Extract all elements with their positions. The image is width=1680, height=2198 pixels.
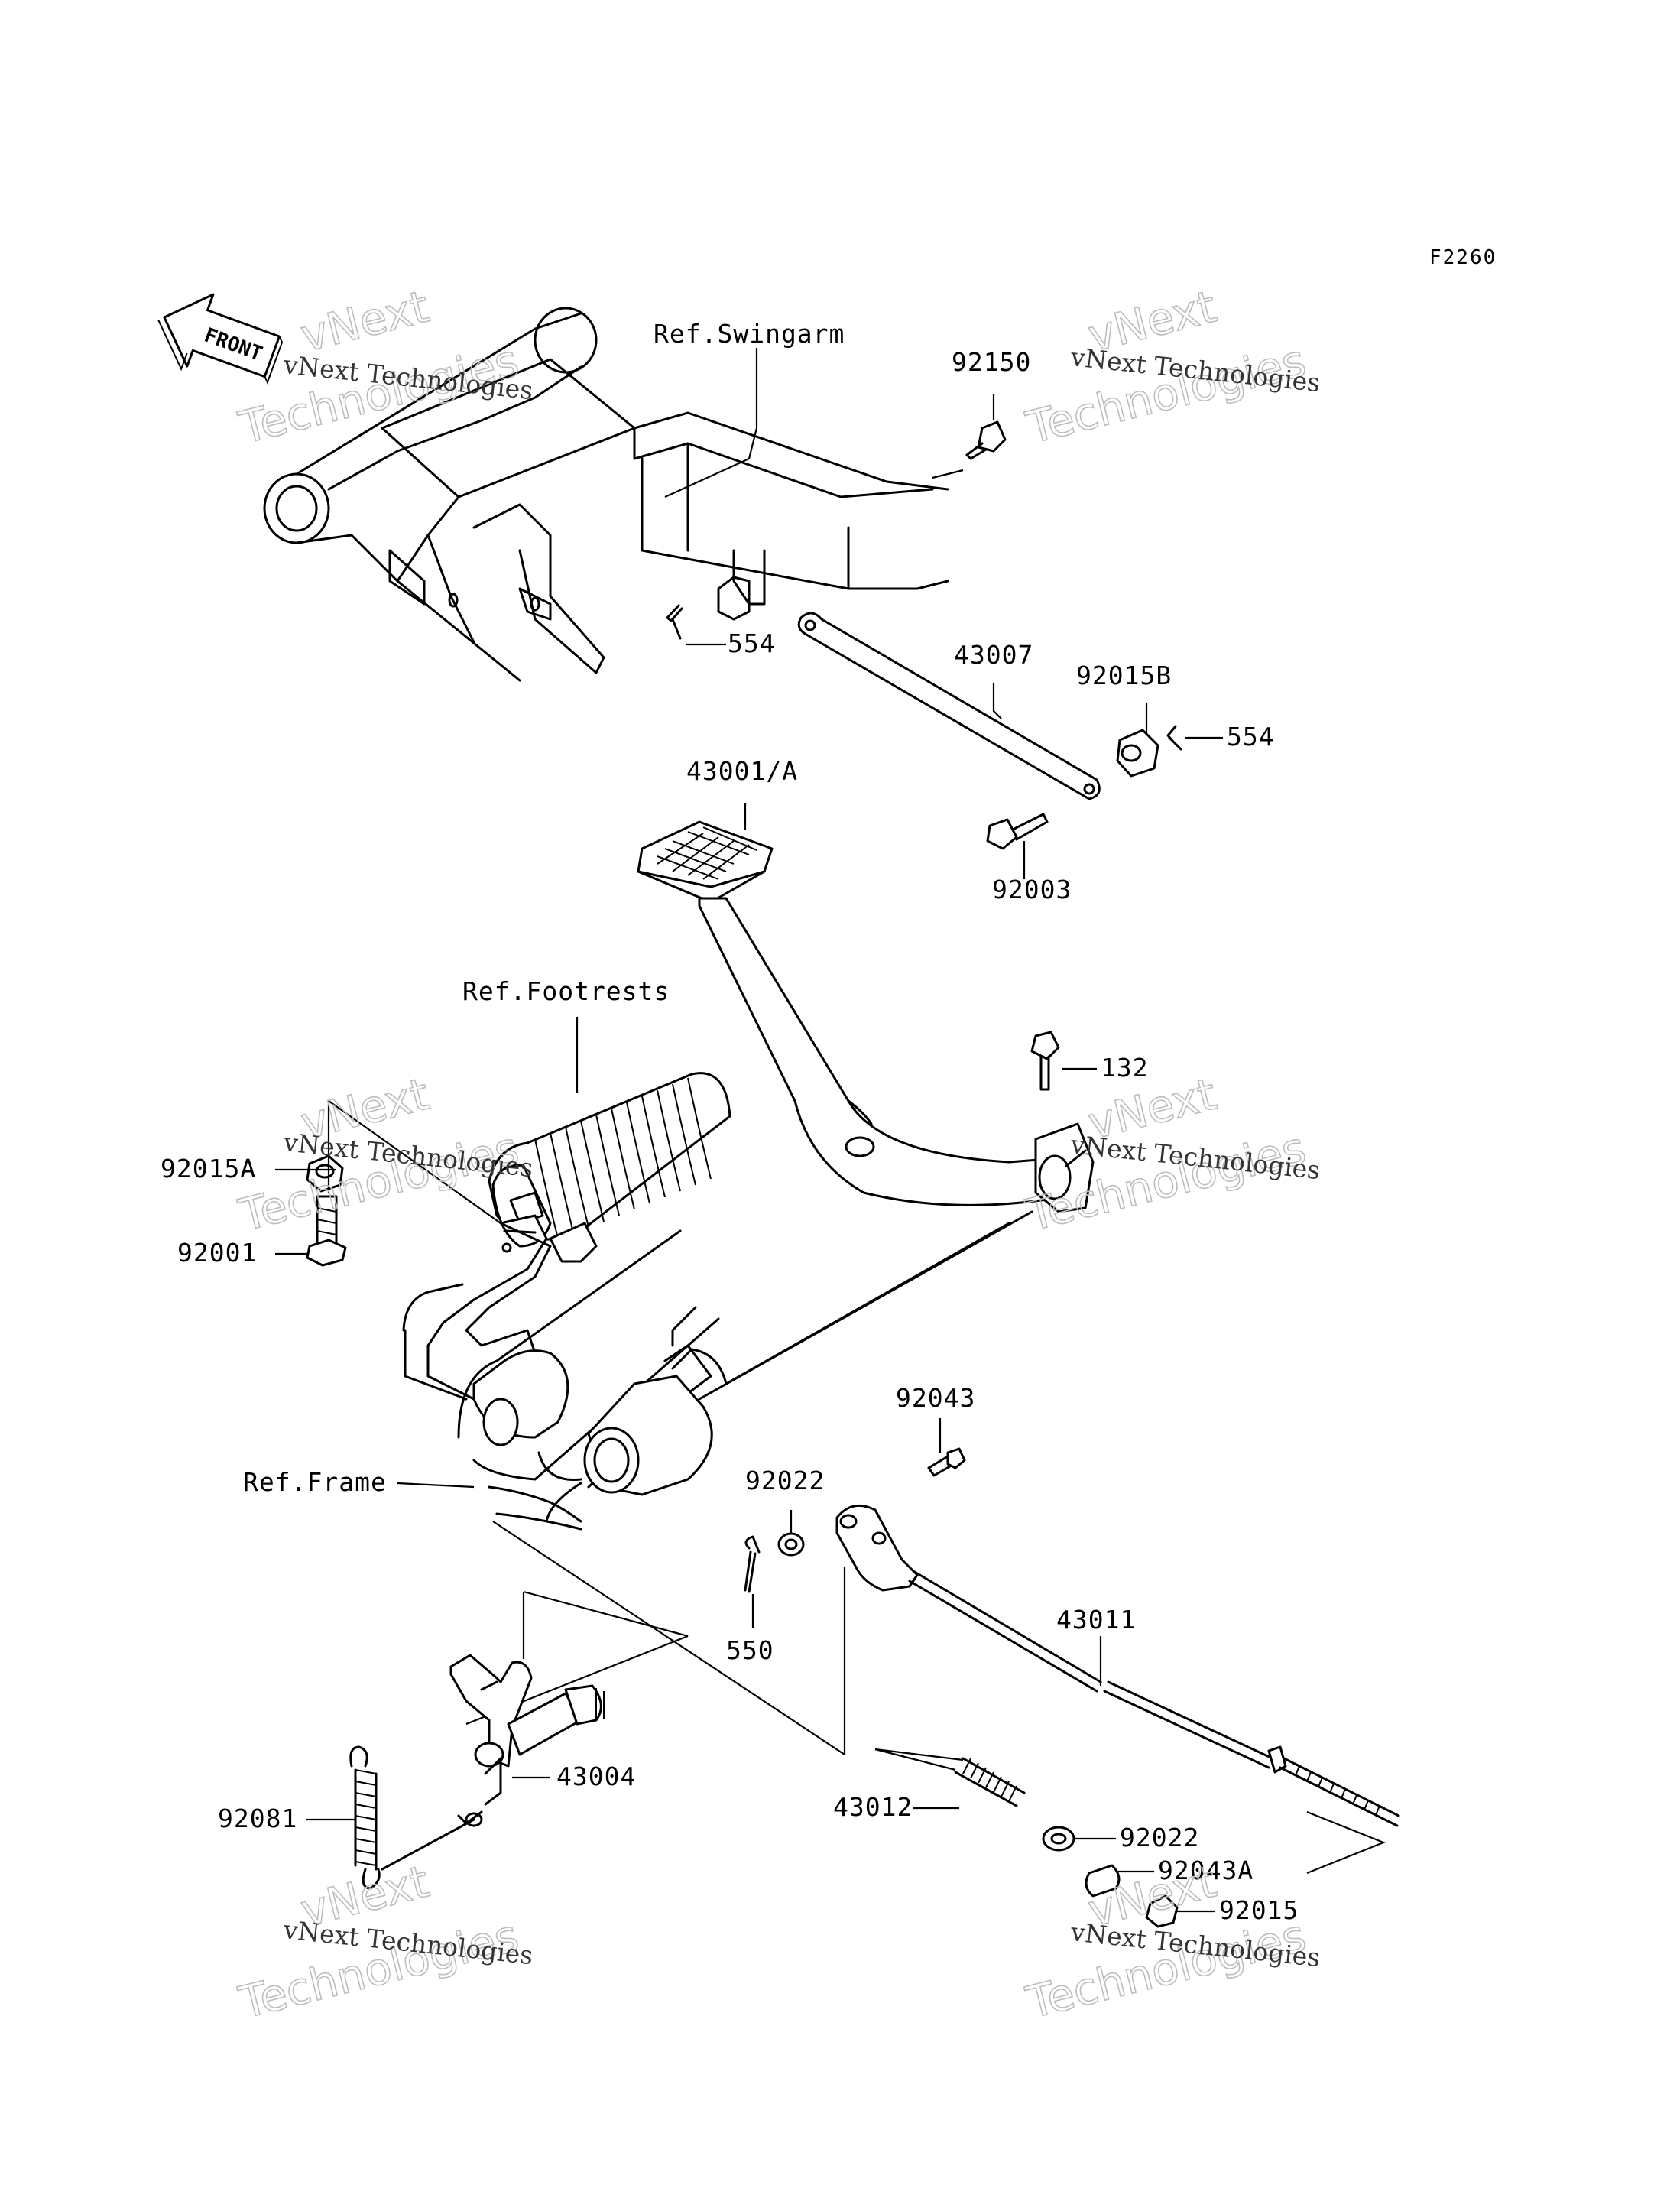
spring-43012-icon [954,1757,1026,1807]
part-label-43011: 43011 [1056,1605,1136,1635]
part-label-132: 132 [1101,1053,1149,1083]
ref-swingarm-label: Ref.Swingarm [654,319,845,349]
watermark-top-right: vNext Technologies vNext Technologies [1020,280,1322,455]
pin-92043-icon [927,1447,966,1477]
construction-line-7 [1306,1810,1386,1875]
leader-lines [275,348,1223,1913]
part-label-550: 550 [726,1635,774,1665]
part-label-92081: 92081 [218,1804,297,1833]
part-label-92015: 92015 [1219,1895,1299,1925]
cotter-pin-554-right-icon [1166,725,1182,751]
ref-frame-label: Ref.Frame [243,1467,387,1497]
svg-text:vNext: vNext [296,281,434,362]
part-label-92015a: 92015A [161,1154,256,1183]
bolt-92150-icon [965,420,1007,460]
spring-92081-icon [349,1745,475,1890]
construction-line-2 [523,1590,689,1638]
construction-line-1 [492,1521,845,1755]
part-label-92022-lower: 92022 [1120,1823,1199,1852]
swingarm-illustration [263,307,949,682]
bolt-92001-icon [306,1195,347,1267]
figure-id: F2260 [1429,246,1497,269]
nut-92015-icon [1145,1894,1179,1928]
part-label-43001a: 43001/A [686,756,798,786]
cotter-pin-550-icon [744,1535,761,1593]
part-label-554-right: 554 [1227,722,1275,752]
part-label-92150: 92150 [952,347,1031,377]
part-label-92001: 92001 [177,1238,257,1268]
joint-92043a-icon [1085,1864,1121,1898]
ref-footrests-label: Ref.Footrests [462,976,670,1006]
part-label-43012: 43012 [833,1792,913,1822]
watermark-bottom-left: vNext Technologies vNext Technologies [233,1855,534,2030]
part-label-554-top: 554 [728,628,776,658]
cotter-pin-554-top-icon [666,604,683,640]
front-arrow-icon: FRONT [157,293,284,385]
part-label-92015b: 92015B [1076,661,1172,690]
part-label-43007: 43007 [954,640,1033,670]
brake-pedal-43001a [637,820,1095,1213]
nut-92015b-icon [1116,729,1159,778]
part-label-43004: 43004 [556,1761,636,1791]
part-label-92043a: 92043A [1158,1855,1254,1885]
bolt-92003-icon [986,813,1049,850]
washer-92022-upper-icon [777,1532,805,1557]
part-label-92043: 92043 [896,1383,975,1413]
brake-rod-43007 [797,612,1101,800]
washer-92022-lower-icon [1042,1826,1075,1852]
bolt-132-icon [1030,1031,1060,1091]
part-label-92022-upper: 92022 [745,1466,825,1495]
watermark-bottom-right: vNext Technologies vNext Technologies [1020,1855,1322,2030]
brake-rod-43011 [835,1504,1400,1827]
construction-line-6 [874,1748,964,1761]
part-label-92003: 92003 [992,875,1072,904]
brake-shaft-43004 [449,1654,605,1827]
frame-bracket-illustration [402,1210,1033,1531]
construction-line-5 [874,1748,956,1771]
